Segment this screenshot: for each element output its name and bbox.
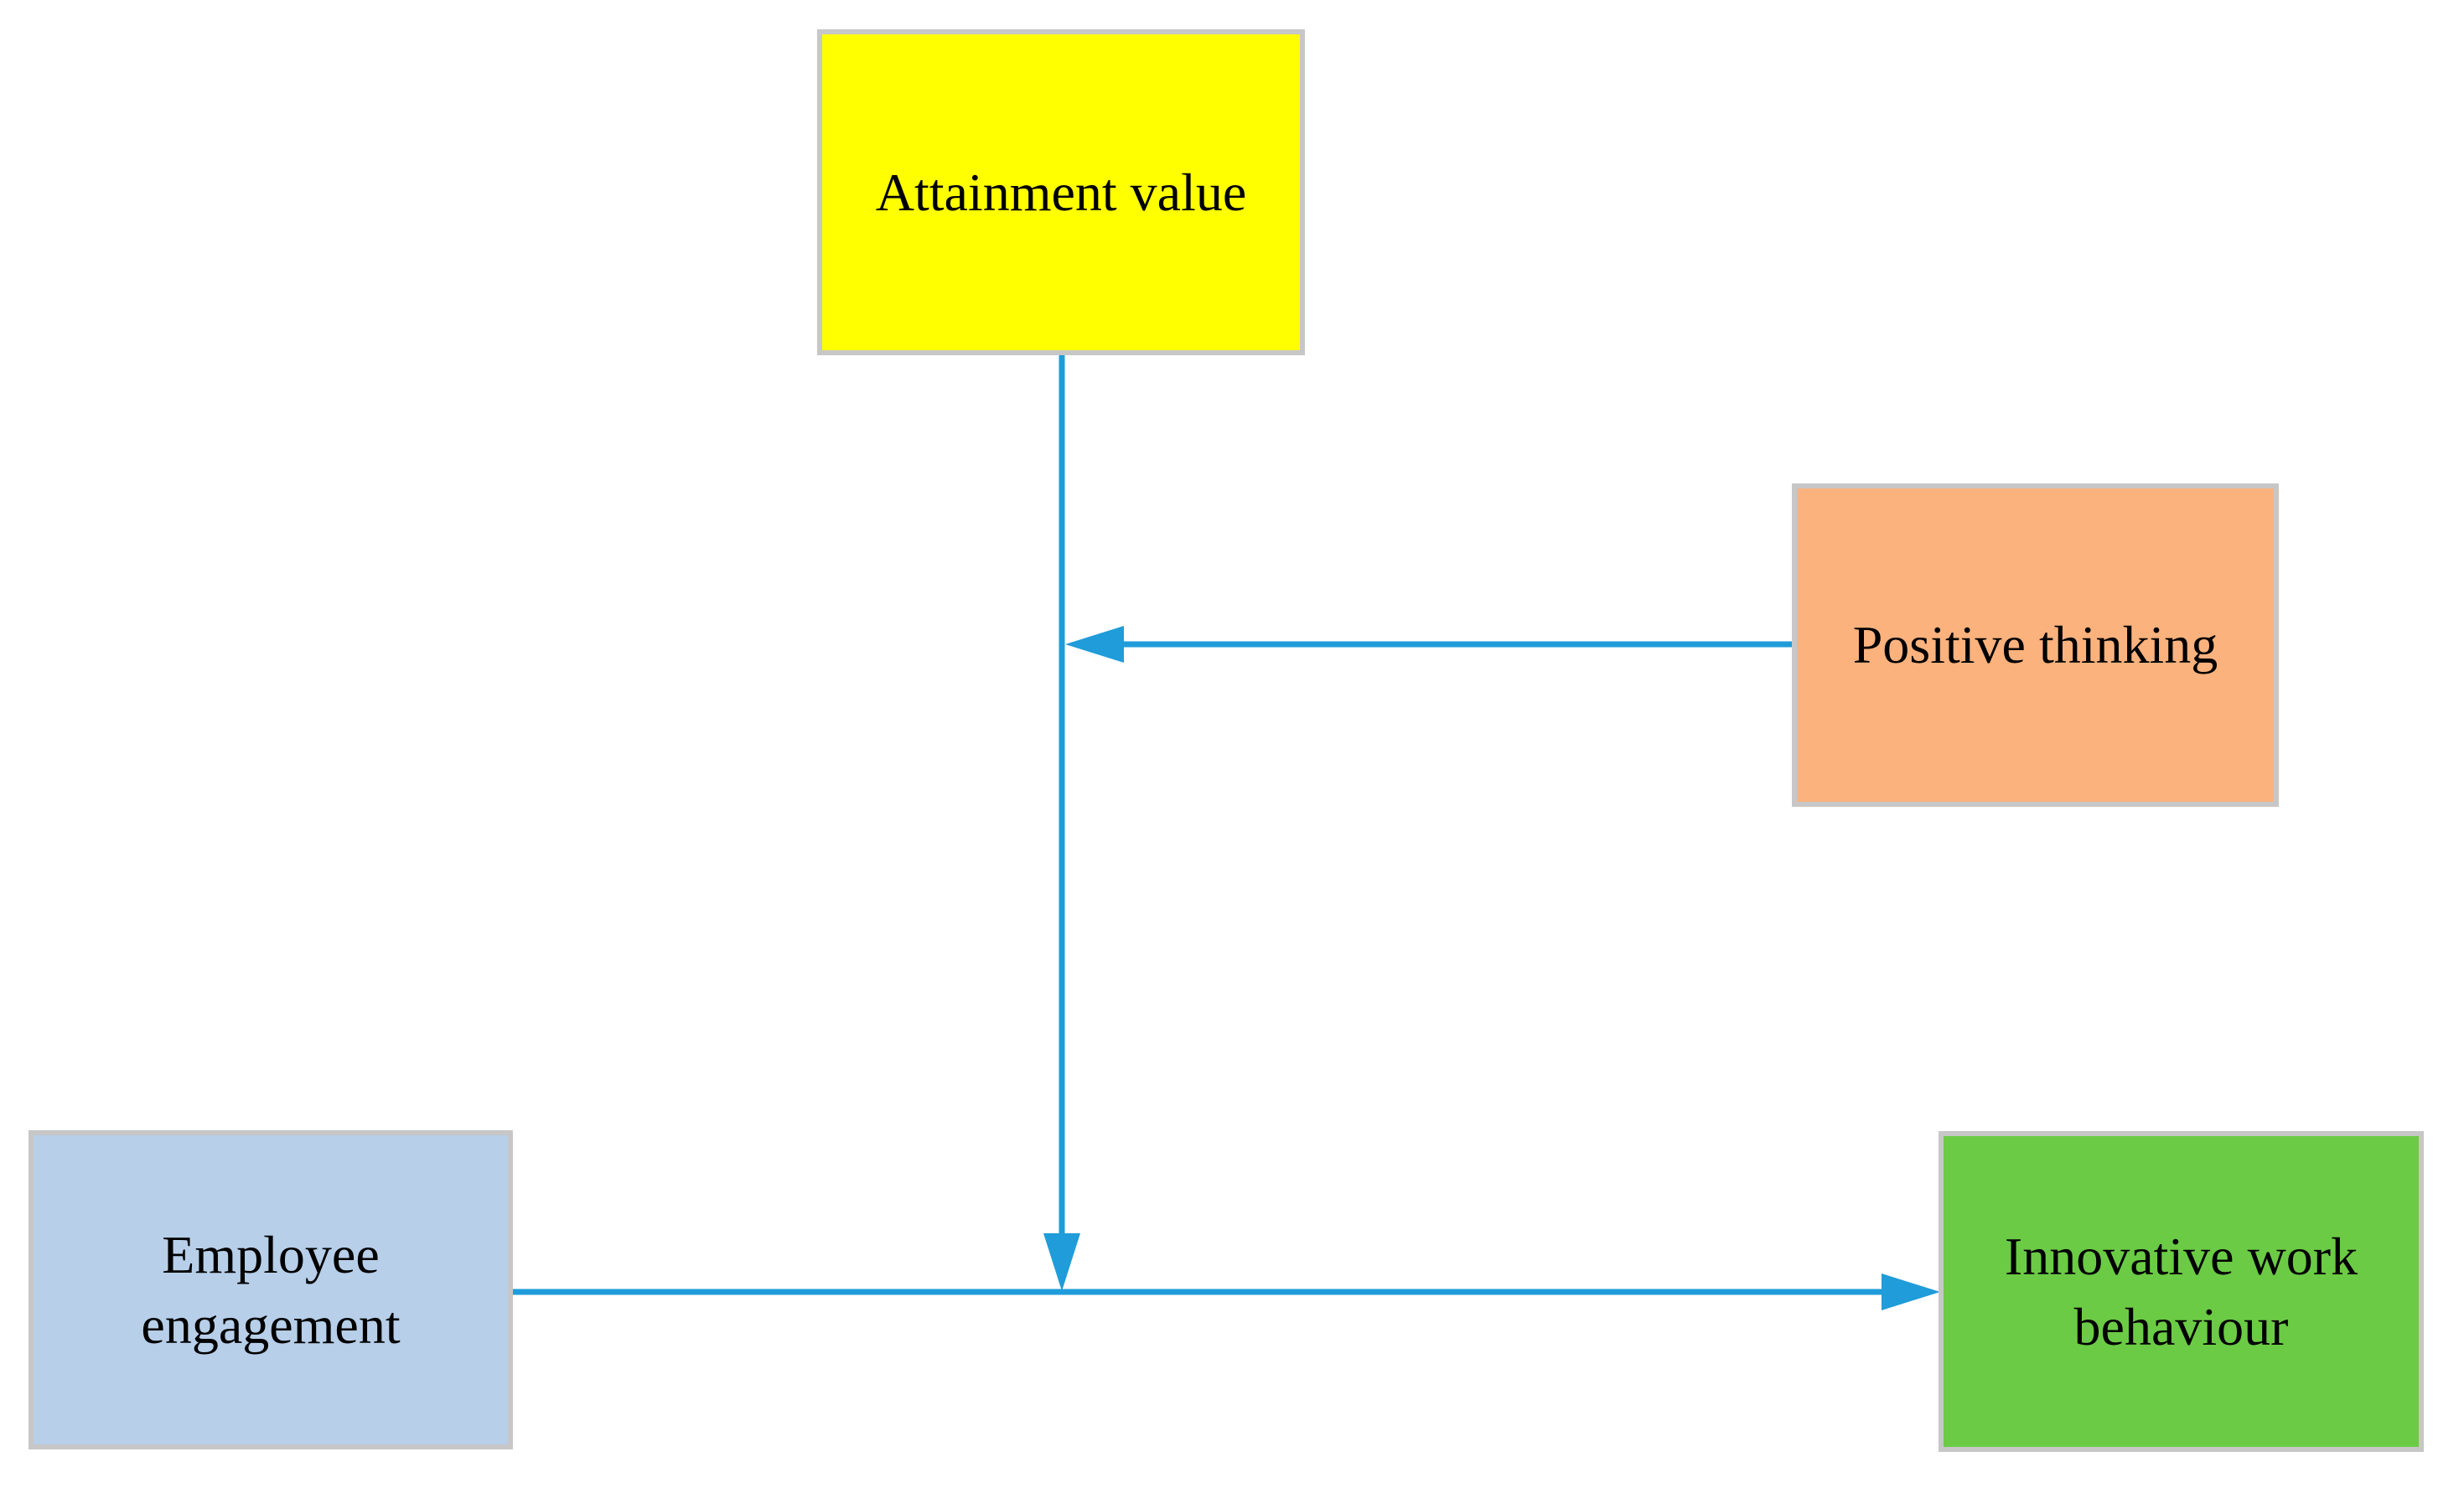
node-positive-thinking-label: Positive thinking (1852, 615, 2218, 675)
arrow-employee-to-innovative (511, 1273, 1940, 1310)
node-employee-engagement: Employee engagement (28, 1130, 513, 1449)
arrow-attainment-to-main-path (1043, 355, 1080, 1291)
arrowhead-down-icon (1043, 1233, 1080, 1291)
arrowhead-left-icon (1065, 626, 1124, 663)
arrowhead-right-icon (1882, 1273, 1940, 1310)
arrow-positive-thinking-to-attainment-line (1065, 626, 1792, 663)
node-positive-thinking: Positive thinking (1792, 483, 2279, 807)
node-innovative-work-behaviour: Innovative work behaviour (1939, 1131, 2424, 1452)
node-employee-engagement-label: Employee engagement (141, 1225, 401, 1355)
node-attainment-value-label: Attainment value (875, 162, 1247, 222)
node-innovative-work-behaviour-label: Innovative work behaviour (2004, 1227, 2358, 1356)
node-attainment-value: Attainment value (817, 29, 1305, 355)
